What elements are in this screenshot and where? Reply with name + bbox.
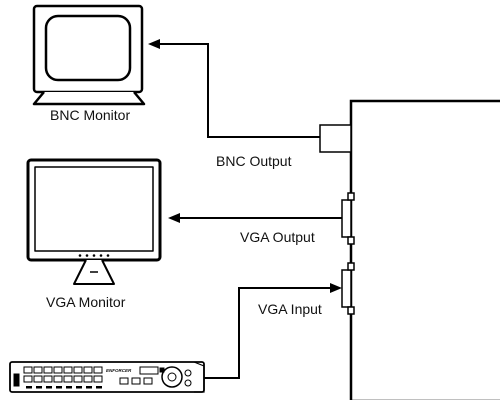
vga-monitor-icon: [26, 158, 162, 285]
bnc-monitor-label: BNC Monitor: [50, 107, 130, 123]
bnc-output-port: [319, 124, 352, 153]
vga-input-cable: [204, 287, 332, 379]
bnc-arrow-icon: [148, 39, 160, 49]
vga-input-label: VGA Input: [258, 301, 322, 317]
bnc-output-cable: [158, 43, 320, 138]
vga-monitor-label: VGA Monitor: [46, 294, 126, 310]
vga-input-port: [341, 262, 355, 315]
vga-out-arrow-icon: [168, 213, 180, 223]
main-device-box: [349, 99, 500, 400]
vga-output-label: VGA Output: [240, 229, 315, 245]
bnc-monitor-icon: [32, 4, 146, 106]
dvr-device-icon: [9, 361, 205, 393]
vga-in-arrow-icon: [330, 283, 342, 293]
dvr-brand-label: ENFORCER: [106, 368, 132, 373]
bnc-output-label: BNC Output: [216, 153, 292, 169]
